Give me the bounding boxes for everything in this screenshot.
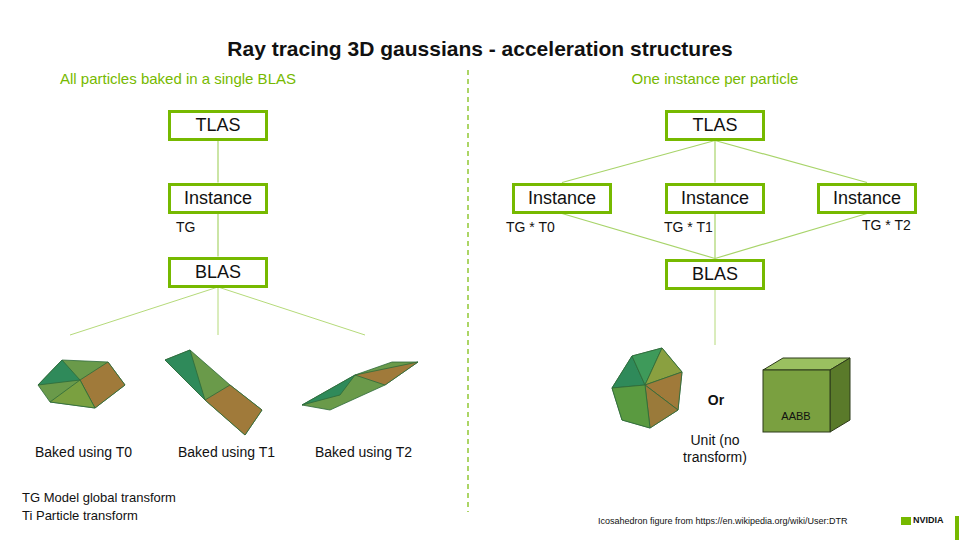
legend-note: TG Model global transform	[22, 490, 176, 505]
divider	[467, 70, 468, 512]
node-text: BLAS	[692, 264, 738, 285]
node-text: TLAS	[692, 115, 737, 136]
credit-note: Icosahedron figure from https://en.wikip…	[598, 516, 848, 526]
transform-label: TG * T0	[506, 219, 555, 235]
transform-label: TG * T1	[664, 219, 713, 235]
brand-bar	[955, 516, 959, 540]
section-heading: All particles baked in a single BLAS	[60, 70, 296, 87]
legend-note: Ti Particle transform	[22, 508, 138, 523]
node-text: TLAS	[195, 115, 240, 136]
structure-box: Instance	[817, 183, 917, 214]
aabb-cube	[763, 358, 850, 432]
structure-box: TLAS	[168, 110, 268, 141]
node-text: Instance	[184, 188, 252, 209]
connector	[714, 214, 715, 259]
logo-text: NVIDIA	[913, 515, 944, 525]
icosahedron	[612, 348, 682, 428]
caption-label: Baked using T0	[35, 444, 132, 460]
connector	[715, 214, 867, 259]
node-text: BLAS	[195, 262, 241, 283]
connector	[714, 141, 715, 183]
transform-label: TG * T2	[862, 217, 911, 233]
caption-label: Baked using T1	[178, 444, 275, 460]
nvidia-eye	[901, 517, 911, 525]
structure-box: BLAS	[665, 259, 765, 290]
caption-label: Baked using T2	[315, 444, 412, 460]
structure-box: TLAS	[665, 110, 765, 141]
node-text: Instance	[528, 188, 596, 209]
section-heading: One instance per particle	[632, 70, 799, 87]
structure-box: Instance	[168, 183, 268, 214]
title: Ray tracing 3D gaussians - acceleration …	[227, 37, 732, 61]
connector	[562, 141, 715, 183]
connector	[562, 214, 715, 259]
structure-box: BLAS	[168, 257, 268, 288]
aabb-box: AABB	[771, 408, 820, 424]
node-text: Instance	[681, 188, 749, 209]
connector	[715, 141, 867, 183]
node-text: AABB	[781, 410, 810, 422]
connector	[217, 141, 218, 183]
or-label: Or	[708, 392, 724, 408]
node-text: Instance	[833, 188, 901, 209]
structure-box: Instance	[665, 183, 765, 214]
connector	[217, 214, 218, 257]
structure-box: Instance	[512, 183, 612, 214]
leader-lines	[70, 287, 715, 345]
caption-label: Unit (no transform)	[660, 432, 770, 466]
ellipsoid-hull	[38, 350, 418, 435]
transform-label: TG	[176, 219, 195, 235]
